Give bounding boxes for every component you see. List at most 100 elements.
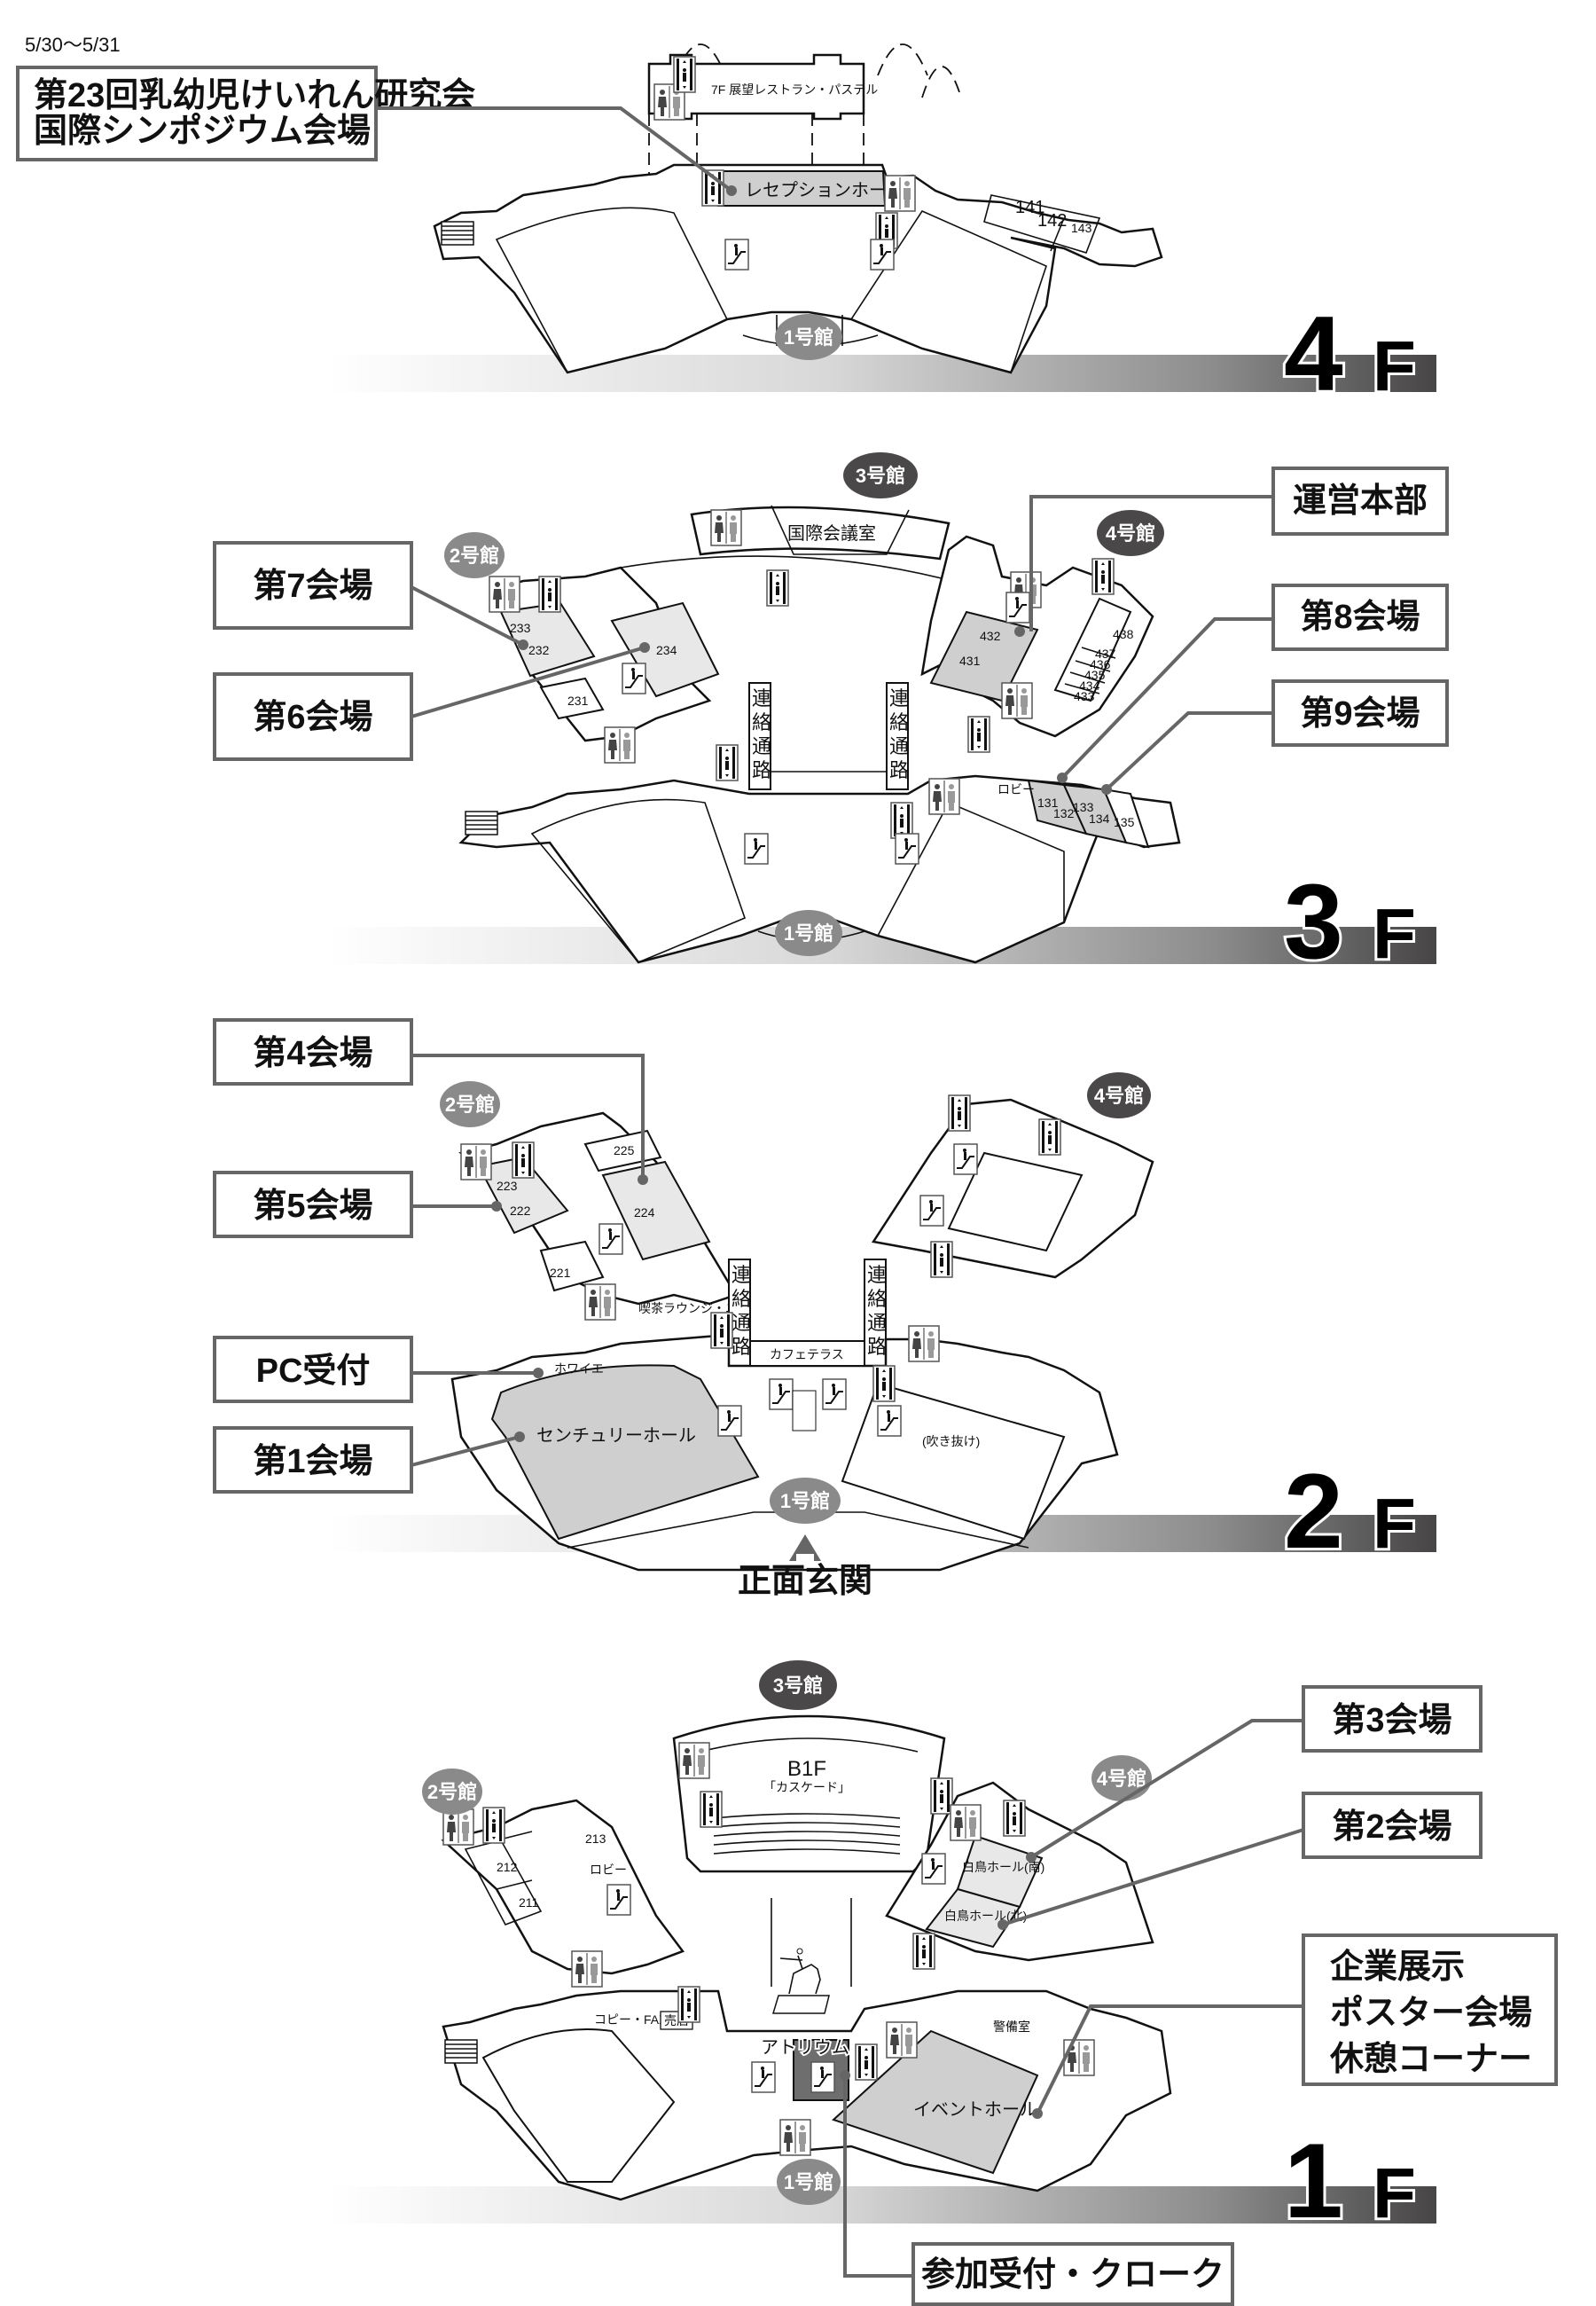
elevator-icon: [912, 1933, 935, 1970]
elevator-icon: [1091, 558, 1115, 595]
callout-hq: 運営本部: [1271, 467, 1449, 536]
corridor-left-label: 連 絡 通 路: [752, 687, 771, 781]
callout-hall8-label: 第8会場: [1300, 599, 1420, 636]
building-4-label: 4号館: [1097, 1768, 1146, 1790]
callout-hall3-label: 第3会場: [1332, 1702, 1451, 1739]
room-437: 437: [1095, 647, 1116, 661]
svg-text:路: 路: [752, 759, 771, 781]
room-222: 222: [510, 1204, 531, 1218]
date-range: 5/30〜5/31: [25, 34, 121, 56]
building-1-label: 1号館: [784, 922, 833, 945]
escalator-icon: [1005, 592, 1030, 624]
restaurant-label: 7F 展望レストラン・パステル: [711, 82, 878, 97]
svg-text:絡: 絡: [732, 1288, 751, 1310]
leader-line: [411, 585, 524, 647]
callout-reception-cloak: 参加受付・クローク: [911, 2242, 1234, 2306]
stairs-icon: [465, 811, 498, 835]
restroom-icon: [950, 1804, 982, 1841]
corridor-right-label: 連 絡 通 路: [889, 687, 909, 781]
room-century-hall[interactable]: [490, 1364, 760, 1541]
escalator-icon: [822, 1378, 847, 1410]
connecting-corridor-right: [864, 1259, 887, 1367]
elevator-icon: [716, 744, 739, 781]
escalator-icon: [895, 833, 919, 865]
svg-text:通: 通: [752, 735, 771, 757]
floor-suffix-1: F: [1373, 2153, 1416, 2232]
callout-hall8: 第8会場: [1271, 584, 1449, 651]
svg-text:絡: 絡: [867, 1288, 887, 1310]
building-3-badge: [843, 452, 918, 498]
elevator-icon: [1003, 1800, 1026, 1837]
event-hall-label: イベントホール: [913, 2100, 1037, 2120]
room-232: 232: [528, 643, 550, 657]
arrow-up-icon: [789, 1534, 821, 1561]
floor-number-4: 4: [1284, 294, 1343, 413]
callout-exhibit-line2: ポスター会場: [1330, 1995, 1532, 2032]
svg-text:通: 通: [889, 735, 909, 757]
callout-hall9-label: 第9会場: [1300, 695, 1420, 733]
elevator-icon: [700, 1791, 723, 1828]
building-4-label: 4号館: [1094, 1085, 1144, 1107]
room-211: 211: [519, 1895, 539, 1910]
building-1-label: 1号館: [780, 1490, 830, 1512]
restroom-icon: [884, 175, 916, 212]
building-2-badge: [440, 1081, 500, 1127]
callout-hall6-label: 第6会場: [253, 699, 372, 736]
building-1-label: 1号館: [784, 2171, 833, 2193]
elevator-icon: [512, 1141, 535, 1179]
room-434: 434: [1079, 678, 1100, 693]
atrium-label: アトリウム: [761, 2038, 849, 2058]
elevator-icon: [930, 1777, 953, 1815]
leader-line: [411, 1435, 520, 1467]
connecting-corridor-left: [748, 682, 771, 790]
security-room-label: 警備室: [993, 2020, 1030, 2034]
callout-hall4: 第4会場: [213, 1018, 413, 1086]
room-225: 225: [614, 1143, 635, 1157]
room-438: 438: [1113, 627, 1134, 641]
elevator-icon: [766, 569, 789, 607]
building-2-badge: [422, 1769, 482, 1815]
callout-hall3: 第3会場: [1302, 1685, 1483, 1753]
callout-hall5-label: 第5会場: [253, 1188, 372, 1225]
svg-text:連: 連: [732, 1264, 751, 1286]
main-entrance-label: 正面玄関: [738, 1563, 872, 1600]
callout-symposium-line2: 国際シンポジウム会場: [34, 113, 371, 150]
floor-band-1f: [328, 2186, 1436, 2224]
elevator-icon: [710, 1312, 733, 1349]
floor-2f: 223 222 224 225 221 2号館 喫茶ラウンジ・ユリ 連 絡 通 …: [213, 1018, 1436, 1600]
restroom-icon: [908, 1325, 940, 1362]
room-event-hall[interactable]: [832, 2029, 1039, 2175]
elevator-icon: [1038, 1118, 1061, 1156]
escalator-icon: [744, 833, 769, 865]
reception-hall-label: レセプションホール: [745, 181, 904, 200]
restroom-icon: [571, 1950, 603, 1988]
room-intl-conference: 国際会議室: [787, 523, 876, 544]
callout-hall6: 第6会場: [213, 672, 413, 761]
room-431: 431: [959, 654, 981, 668]
callout-symposium: 第23回乳幼児けいれん研究会 国際シンポジウム会場: [16, 66, 475, 161]
room-231: 231: [567, 694, 589, 708]
leader-line: [1029, 495, 1273, 631]
building-2-label: 2号館: [445, 1094, 495, 1116]
escalator-icon: [953, 1143, 978, 1175]
callout-hall9: 第9会場: [1271, 679, 1449, 747]
floor-band-4f: [328, 355, 1436, 392]
room-432: 432: [980, 629, 1001, 643]
corridor-right-label: 連 絡 通 路: [867, 1264, 887, 1358]
room-222-223[interactable]: [477, 1156, 569, 1235]
marker-dot: [1014, 626, 1025, 637]
floor-3f: 国際会議室 3号館 233 232 234 231 2号館 連 絡 通 路: [213, 452, 1449, 984]
elevator-icon: [872, 1365, 896, 1402]
building-1-badge: [775, 314, 842, 360]
room-142: 142: [1037, 211, 1067, 231]
callout-hall1-label: 第1会場: [253, 1443, 372, 1480]
lobby-label: ロビー: [590, 1863, 627, 1877]
building-3-label: 3号館: [856, 465, 905, 487]
room-132: 132: [1053, 806, 1075, 820]
elevator-icon: [930, 1241, 953, 1278]
restroom-icon: [489, 576, 520, 613]
room-hakucho-north[interactable]: [925, 1887, 1021, 1949]
restroom-icon: [886, 2021, 918, 2059]
callout-exhibit-line3: 休憩コーナー: [1329, 2041, 1532, 2078]
